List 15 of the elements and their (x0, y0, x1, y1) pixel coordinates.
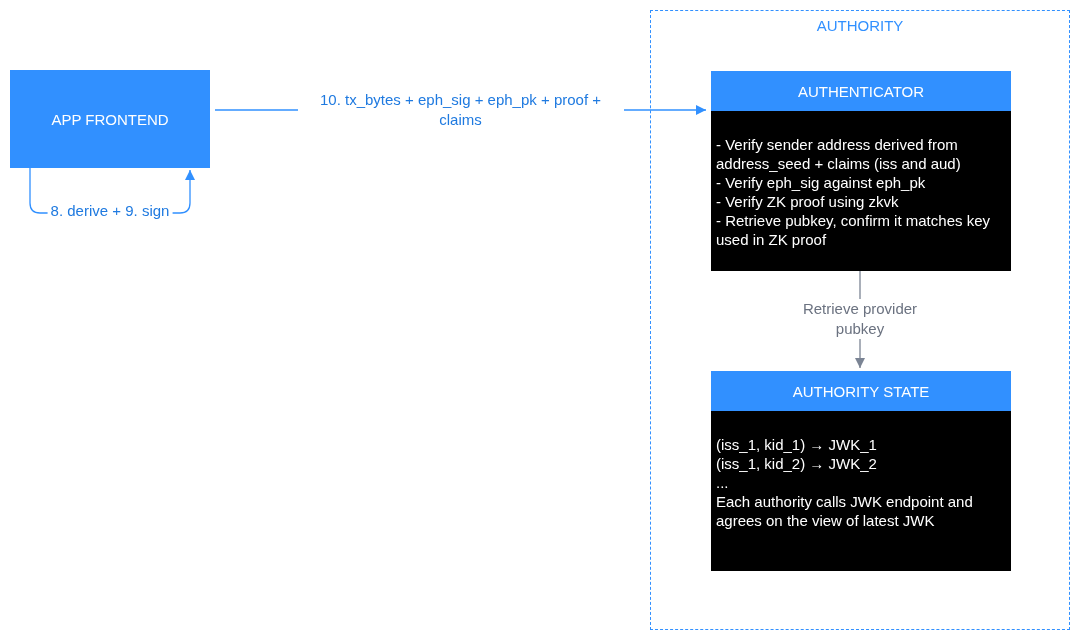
group-frame (650, 10, 1070, 630)
card-header: AUTHENTICATOR (711, 71, 1011, 111)
group-title: AUTHORITY (816, 17, 904, 34)
card-text: Each authority calls JWK endpoint and agrees on the view of latest JWK (716, 492, 974, 530)
card (711, 71, 1011, 271)
card-text: - Verify sender address derived from address_seed + claims (iss and aud) (716, 135, 962, 173)
card-text: (iss_1, kid_2) → JWK_2 (716, 454, 878, 473)
card-text: ... (716, 473, 730, 492)
process-box: APP FRONTEND (10, 70, 210, 168)
card-text: (iss_1, kid_1) → JWK_1 (716, 435, 878, 454)
card-text: - Verify eph_sig against eph_pk (716, 173, 927, 192)
card-text: - Retrieve pubkey, confirm it matches key used in ZK proof (716, 211, 991, 249)
card (711, 371, 1011, 571)
card-text: - Verify ZK proof using zkvk (716, 192, 900, 211)
card-header: AUTHORITY STATE (711, 371, 1011, 411)
